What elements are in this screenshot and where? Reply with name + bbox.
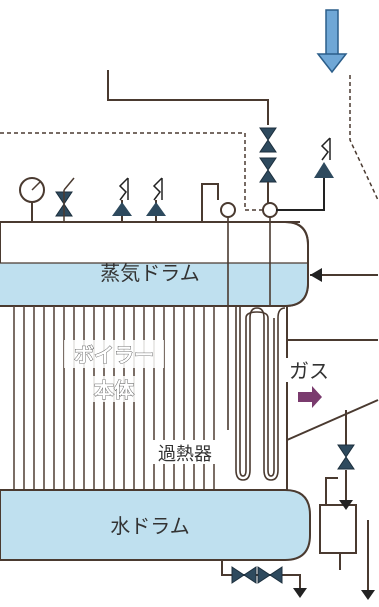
safety-valve-icon: [112, 177, 132, 222]
boiler-tubes: [13, 306, 215, 490]
safety-valve-icon: [314, 137, 334, 178]
superheater-risers: [227, 215, 271, 430]
gas-boundary: [0, 75, 379, 211]
stop-valve-icon: [259, 127, 277, 183]
gas-label-group: ガス: [286, 358, 336, 383]
safety-valve-icon: [146, 177, 166, 222]
gas-label: ガス: [289, 359, 329, 383]
outlet-nozzle: [262, 202, 278, 218]
stop-valve-icon: [337, 444, 355, 470]
feed-line: [107, 70, 269, 125]
stop-valve-icon: [231, 566, 283, 584]
superheater-label: 過熱器: [158, 444, 212, 465]
water-drum-label: 水ドラム: [110, 514, 189, 538]
steam-drum-label: 蒸気ドラム: [100, 261, 199, 285]
down-arrow-icon: [316, 9, 348, 74]
right-arrow-icon: [298, 386, 322, 408]
boiler-body-label-line2: 本体: [94, 378, 135, 402]
steam-drum-water: [0, 263, 307, 305]
blowdown-line: [319, 410, 369, 590]
outlet-nozzle: [220, 202, 236, 218]
superheater-coils: [235, 306, 286, 481]
boiler-body-label: ボイラー 本体: [64, 340, 164, 402]
superheater-label-group: 過熱器: [146, 440, 224, 465]
down-arrow-icon: [361, 590, 375, 600]
steam-outlet-line: [276, 178, 325, 211]
pressure-gauge-icon: [19, 177, 45, 222]
loop-pipe: [201, 183, 219, 222]
down-arrow-icon: [293, 588, 307, 598]
down-arrow-icon: [339, 500, 353, 510]
feed-arrow-icon: [310, 268, 322, 282]
water-drum: [0, 489, 311, 561]
boiler-body-label-line1: ボイラー: [74, 343, 154, 367]
